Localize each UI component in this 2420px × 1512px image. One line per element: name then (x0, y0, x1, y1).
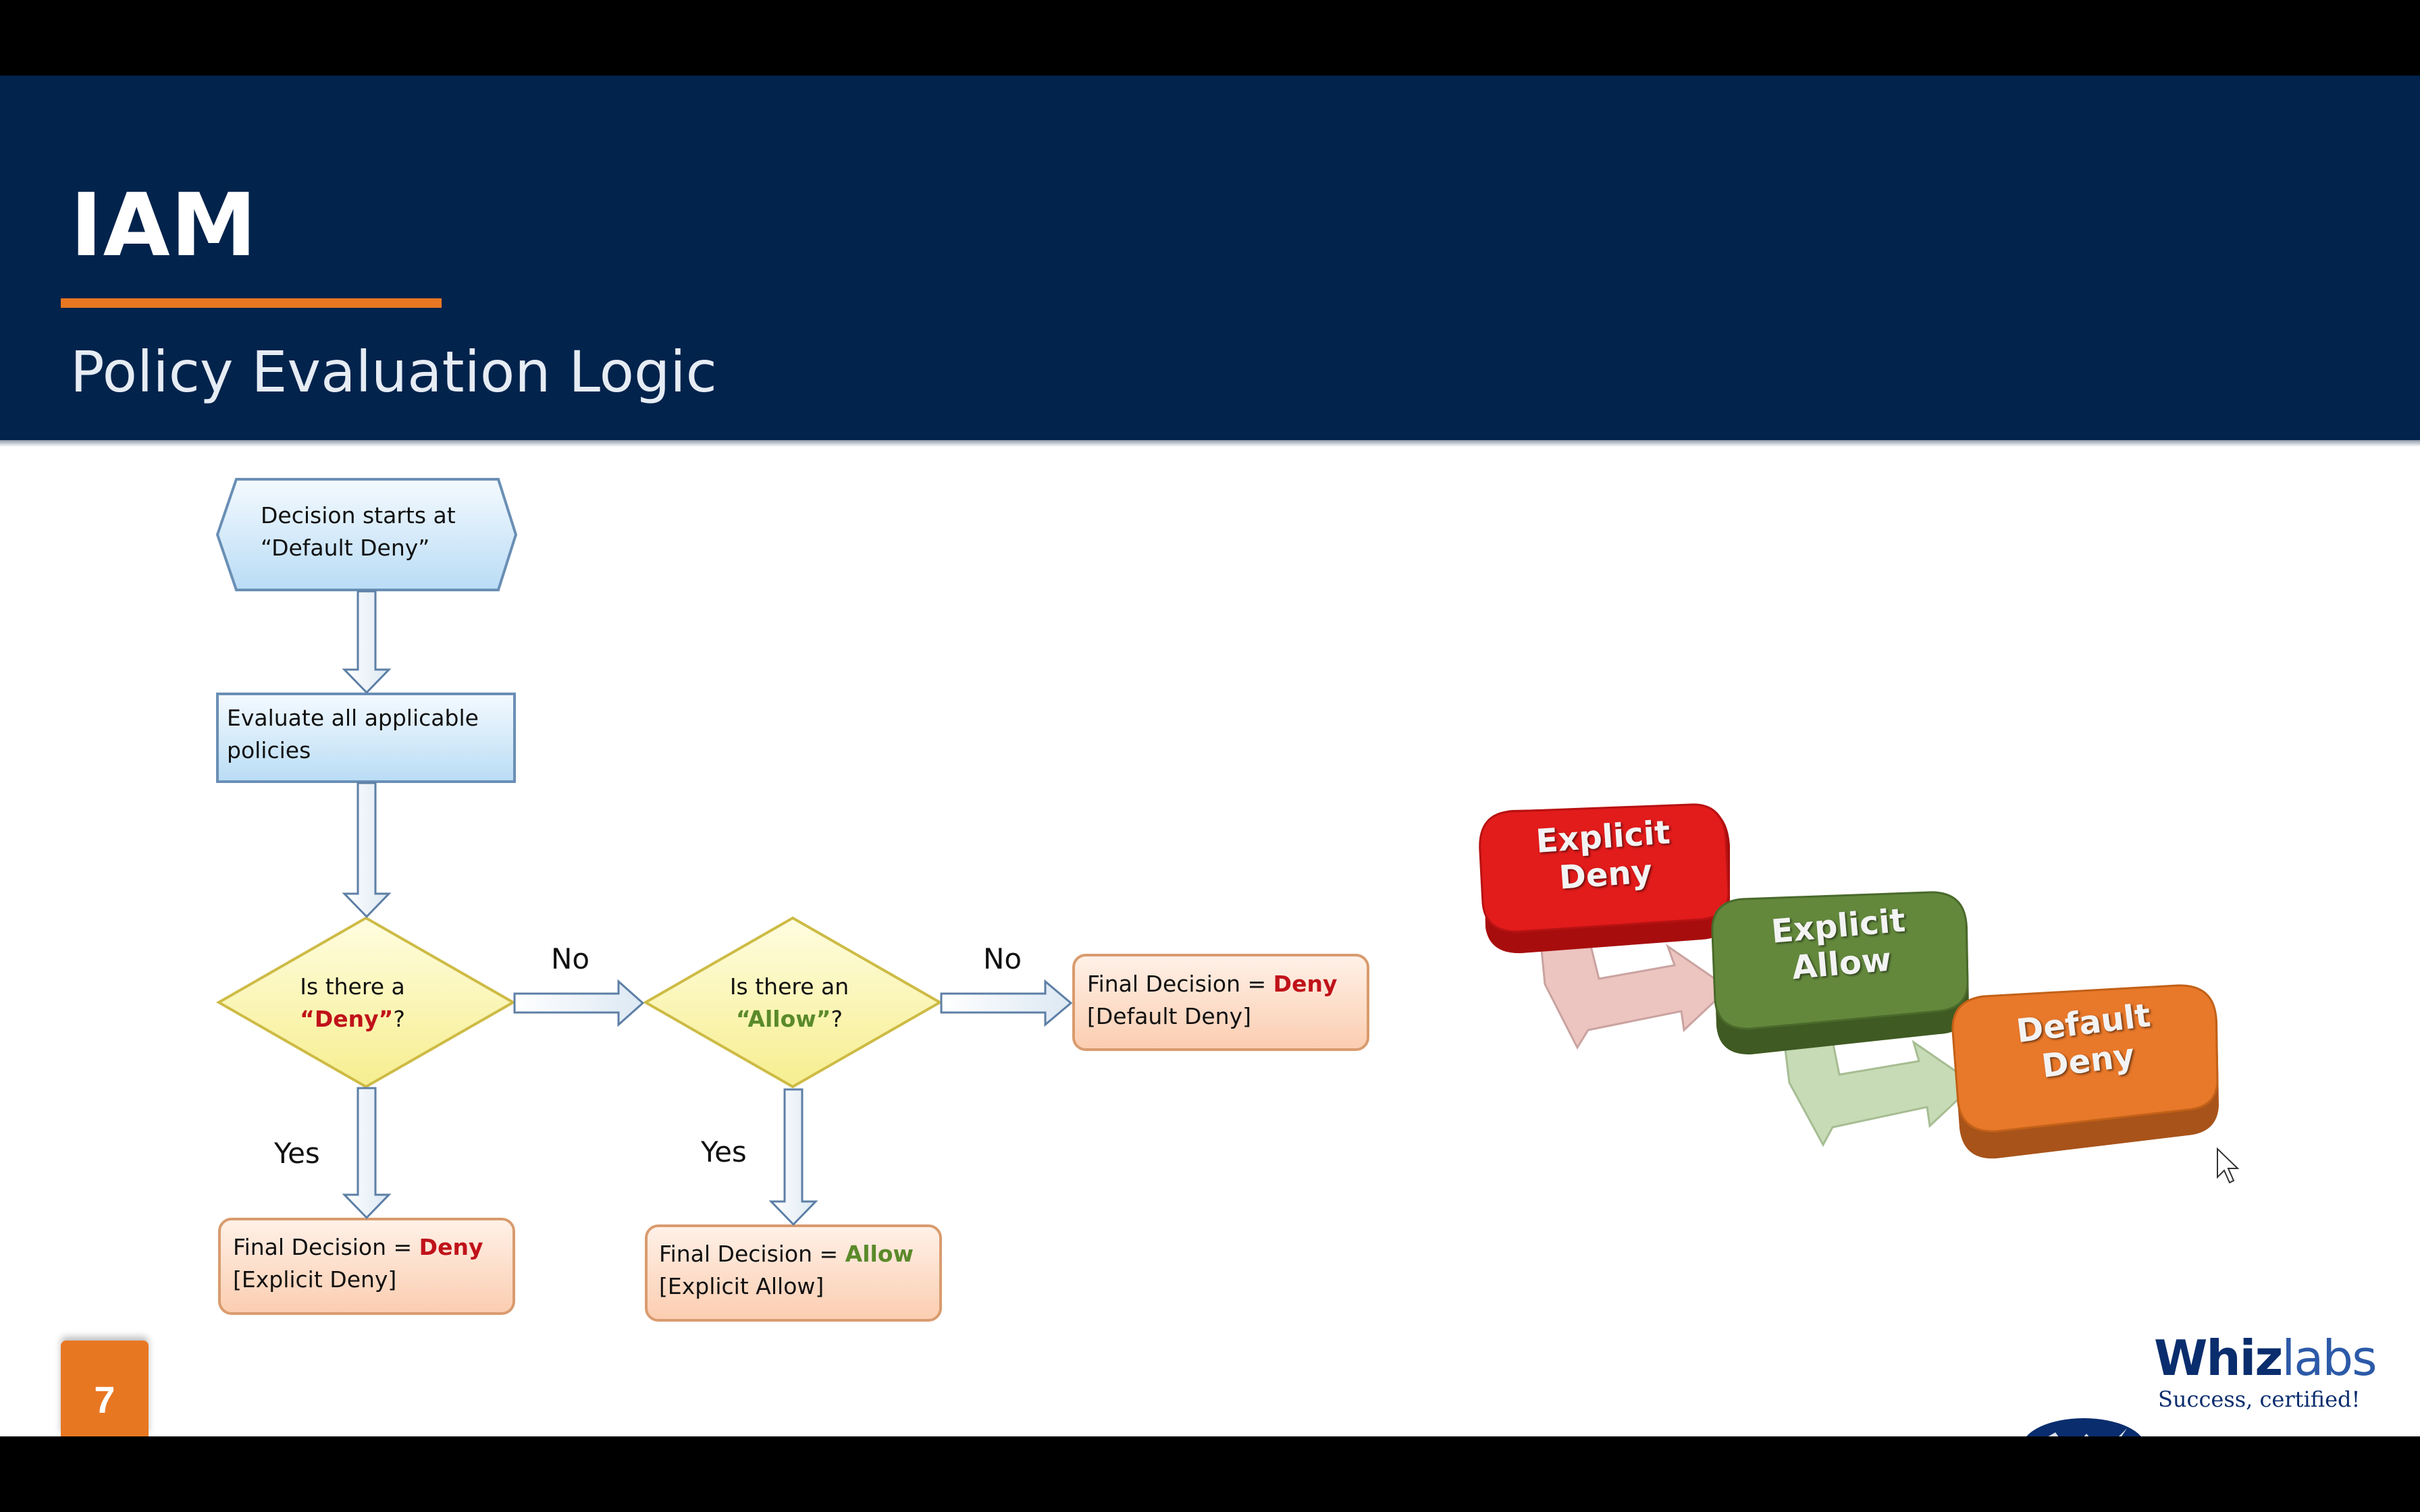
default-deny-decision: Deny (1273, 971, 1338, 997)
explicit-allow-label: Final Decision = Allow [Explicit Allow] (659, 1238, 914, 1303)
default-deny-label: Final Decision = Deny [Default Deny] (1087, 968, 1337, 1033)
logo-name-labs: labs (2282, 1330, 2377, 1386)
flowchart-diagram (215, 478, 2240, 1436)
explicit-deny-decision: Deny (419, 1234, 483, 1260)
explicit-allow-decision: Allow (845, 1241, 914, 1267)
deny-check-label: Is there a “Deny”? (271, 971, 433, 1035)
deny-diamond (215, 916, 517, 1089)
edge-label-yes-1: Yes (274, 1137, 320, 1170)
edge-label-no-1: No (551, 942, 590, 975)
header-divider (0, 440, 2420, 447)
default-deny-line1: Final Decision = Deny (1087, 968, 1337, 1000)
evaluate-label-line1: Evaluate all applicable (227, 705, 479, 731)
arrow-deny-yes (342, 1087, 392, 1220)
explicit-allow-prefix: Final Decision = (659, 1241, 845, 1267)
precedence-graphic (1479, 803, 2219, 1159)
default-deny-reason: [Default Deny] (1087, 1003, 1251, 1029)
default-deny-box (1072, 954, 1369, 1051)
whizlabs-logo: Whizlabs Success, certified! (2026, 1330, 2377, 1418)
precedence-arrow-2 (1781, 1026, 1976, 1148)
start-hexagon (215, 478, 518, 591)
logo-name-whiz: Whiz (2154, 1330, 2283, 1386)
default-deny-prefix: Final Decision = (1087, 971, 1273, 997)
slide-title: IAM (70, 176, 258, 276)
slide-page-number: 7 (61, 1341, 149, 1436)
whizlabs-emblem-icon (2026, 1418, 2141, 1436)
arrow-start-to-evaluate (342, 590, 392, 695)
deny-keyword: “Deny” (300, 1006, 394, 1032)
precedence-block-explicit-deny (1479, 803, 1730, 933)
allow-diamond (642, 916, 943, 1089)
start-label: Decision starts at “Default Deny” (261, 500, 456, 564)
slide-header: IAM Policy Evaluation Logic (0, 76, 2420, 440)
deny-check-line2: “Deny”? (271, 1003, 433, 1035)
explicit-allow-reason: [Explicit Allow] (659, 1273, 824, 1299)
precedence-arrow-1 (1538, 928, 1731, 1050)
explicit-allow-line1: Final Decision = Allow (659, 1238, 914, 1270)
slide-subtitle: Policy Evaluation Logic (70, 339, 717, 405)
logo-tagline: Success, certified! (2158, 1386, 2361, 1412)
allow-check-label: Is there an “Allow”? (706, 971, 872, 1035)
evaluate-label: Evaluate all applicable policies (227, 702, 479, 767)
deny-check-suffix: ? (393, 1006, 405, 1032)
allow-check-line2: “Allow”? (706, 1003, 872, 1035)
explicit-deny-label: Final Decision = Deny [Explicit Deny] (233, 1231, 483, 1296)
precedence-block-default-deny (1951, 984, 2219, 1133)
evaluate-box (216, 693, 516, 783)
allow-keyword: “Allow” (736, 1006, 831, 1032)
allow-check-suffix: ? (831, 1006, 843, 1032)
arrow-allow-no (940, 979, 1073, 1027)
deny-check-line1: Is there a (300, 973, 405, 1000)
precedence-block-explicit-allow (1711, 891, 1969, 1030)
edge-label-no-2: No (983, 942, 1022, 975)
start-label-line2: “Default Deny” (261, 535, 430, 561)
evaluate-label-line2: policies (227, 737, 311, 763)
title-underline (61, 298, 442, 308)
arrow-allow-yes (768, 1088, 818, 1226)
explicit-deny-reason: [Explicit Deny] (233, 1266, 397, 1293)
explicit-deny-line1: Final Decision = Deny (233, 1231, 483, 1264)
mouse-cursor-icon (2217, 1147, 2240, 1184)
edge-label-yes-2: Yes (701, 1135, 747, 1168)
explicit-deny-prefix: Final Decision = (233, 1234, 419, 1260)
allow-check-line1: Is there an (729, 973, 849, 1000)
arrow-evaluate-to-deny (342, 782, 392, 919)
start-label-line1: Decision starts at (261, 502, 456, 529)
precedence-label-explicit-deny: Explicit Deny (1507, 811, 1701, 900)
logo-name: Whizlabs (2154, 1330, 2377, 1386)
arrow-deny-no (513, 979, 645, 1027)
slide: IAM Policy Evaluation Logic (0, 76, 2420, 1436)
